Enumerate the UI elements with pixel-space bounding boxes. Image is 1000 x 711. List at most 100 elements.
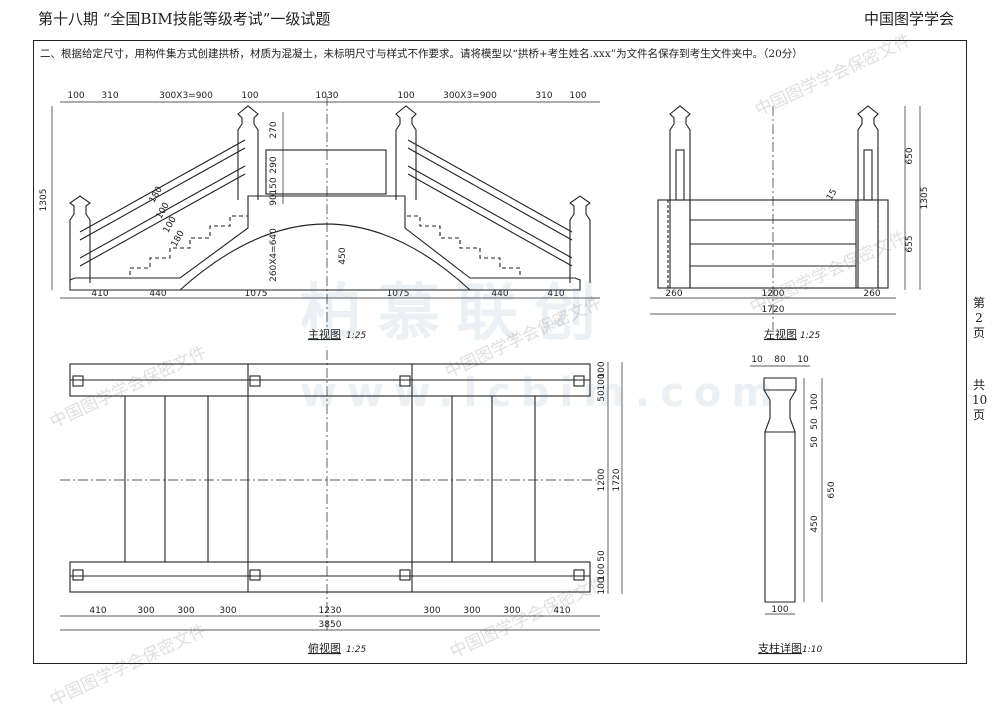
post-detail (750, 365, 823, 615)
left-view-title: 左视图 (764, 327, 797, 341)
front-view (51, 96, 600, 330)
dim-label: 260 (863, 289, 880, 299)
dim-label: 290 (269, 156, 279, 173)
dim-label: 655 (905, 235, 915, 252)
dim-label: 1720 (762, 305, 785, 315)
dim-label: 100 (597, 563, 607, 580)
front-post-right-end (569, 195, 591, 283)
dim-label: 300 (503, 606, 520, 616)
url-watermark: www.lcbim.com (300, 370, 784, 416)
front-view-title: 主视图 (308, 327, 341, 341)
front-stairs-left (129, 215, 248, 275)
dim-label: 100 (67, 91, 84, 101)
dim-label: 310 (101, 91, 118, 101)
post-detail-title: 支柱详图 (758, 641, 802, 655)
dim-label: 100 (569, 91, 586, 101)
dim-label: 50 (810, 418, 820, 430)
front-view-caption: 主视图 1:25 (308, 327, 366, 341)
dim-label: 100 (597, 373, 607, 390)
question-text: 二、根据给定尺寸，用构件集方式创建拱桥，材质为混凝土，未标明尺寸与样式不作要求。… (40, 48, 803, 60)
total-suffix: 页 (972, 408, 985, 422)
dim-label: 50 (597, 550, 607, 562)
top-view (60, 350, 623, 631)
front-stairs-right (405, 215, 521, 275)
top-railing-lower (69, 561, 591, 593)
dim-label: 100 (597, 361, 607, 378)
org-name: 中国图学学会 (863, 10, 954, 28)
left-view (650, 105, 921, 330)
dim-label: 650 (905, 147, 915, 164)
dim-label: 1720 (612, 468, 622, 491)
exam-title: 第十八期 “全国BIM技能等级考试”一级试题 (38, 10, 331, 28)
dim-label: 410 (91, 289, 108, 299)
dim-label: 300X3=900 (443, 91, 497, 101)
drawing-frame (33, 40, 967, 664)
dim-label: 260X4=640 (269, 228, 279, 282)
top-view-caption: 俯视图 1:25 (308, 641, 366, 655)
post-detail-caption: 支柱详图 1:10 (758, 641, 822, 655)
dim-label: 310 (535, 91, 552, 101)
total-pages-indicator: 共 10 页 (972, 378, 988, 423)
front-post-right-top (395, 105, 417, 200)
dim-label: 10 (751, 355, 763, 365)
top-view-title: 俯视图 (308, 641, 341, 655)
page-prefix: 第 (972, 296, 985, 310)
dim-label: 300 (137, 606, 154, 616)
dim-label: 650 (827, 481, 837, 498)
page-number: 2 (975, 311, 983, 325)
front-arch (179, 223, 471, 291)
left-view-scale: 1:25 (800, 331, 820, 341)
dim-label: 440 (491, 289, 508, 299)
dim-label: 450 (810, 515, 820, 532)
dim-label: 100 (771, 605, 788, 615)
dim-label: 90 (269, 194, 279, 206)
dim-label: 50 (810, 436, 820, 448)
top-post-squares (72, 375, 585, 581)
front-dim-bottom-labels: 410 440 1075 1075 440 410 (91, 289, 564, 299)
dim-label: 80 (774, 355, 786, 365)
dim-label: 1230 (319, 606, 342, 616)
dim-label: 410 (547, 289, 564, 299)
dim-label: 1200 (597, 468, 607, 491)
page-indicator: 第 2 页 (972, 296, 986, 341)
total-prefix: 共 (972, 378, 985, 392)
dim-label: 1075 (387, 289, 410, 299)
dim-label: 100 (241, 91, 258, 101)
top-view-scale: 1:25 (346, 645, 366, 655)
dim-label: 10 (797, 355, 809, 365)
front-deck-outline (69, 195, 581, 291)
dim-label: 100 (810, 393, 820, 410)
dim-label: 180 (170, 229, 187, 249)
dim-label: 260 (665, 289, 682, 299)
front-post-left-top (237, 105, 259, 200)
total-number: 10 (972, 393, 988, 407)
dim-label: 1075 (245, 289, 268, 299)
dim-label: 300X3=900 (159, 91, 213, 101)
front-center-rail (265, 149, 387, 195)
dim-label: 300 (423, 606, 440, 616)
page-suffix: 页 (972, 326, 985, 340)
dim-label: 100 (397, 91, 414, 101)
left-post-right (857, 105, 879, 288)
dim-label: 15 (825, 188, 839, 203)
left-view-caption: 左视图 1:25 (764, 327, 820, 341)
dim-label: 150 (269, 177, 279, 194)
post-detail-scale: 1:10 (802, 645, 822, 655)
dim-label: 300 (219, 606, 236, 616)
dim-label: 100 (597, 577, 607, 594)
front-dim-top-labels: 100 310 300X3=900 100 1030 100 300X3=900… (67, 91, 586, 101)
dim-label: 300 (463, 606, 480, 616)
dim-label: 440 (149, 289, 166, 299)
dim-label: 270 (269, 121, 279, 138)
dim-label: 300 (177, 606, 194, 616)
dim-label: 50 (597, 390, 607, 402)
left-post-left (669, 105, 691, 288)
dim-label: 410 (89, 606, 106, 616)
dim-label: 1305 (920, 187, 930, 210)
dim-label: 1200 (762, 289, 785, 299)
dim-label: 1030 (316, 91, 339, 101)
dim-label: 3850 (319, 620, 342, 630)
dim-label: 450 (338, 247, 348, 264)
dim-label: 1305 (39, 189, 49, 212)
